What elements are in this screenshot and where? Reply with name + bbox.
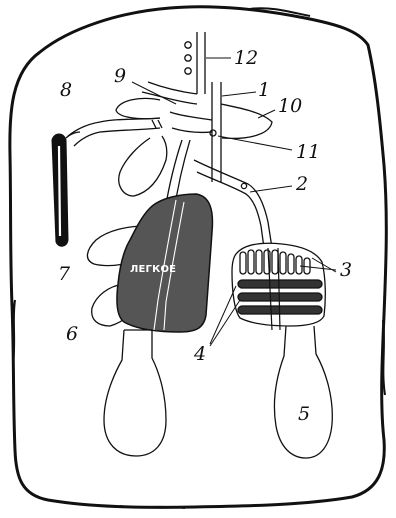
left-abdominal-sac [104,330,166,456]
callout-3: 3 [340,259,352,281]
callout-6: 6 [66,323,78,345]
right-lung [232,243,325,330]
callout-10: 10 [278,95,302,117]
interclavicular-sac [52,132,80,246]
trachea [185,32,205,94]
upper-air-sacs [68,82,272,196]
callout-7: 7 [58,263,71,285]
right-abdominal-sac [274,326,332,458]
callout-5: 5 [298,403,310,425]
left-lung: ЛЕГКОЕ [117,194,213,332]
callout-12: 12 [234,47,258,69]
callout-1: 1 [258,79,270,101]
callout-2: 2 [295,173,308,195]
callout-4: 4 [193,343,206,365]
callout-9: 9 [114,65,126,87]
callout-11: 11 [296,141,320,163]
lung-label: ЛЕГКОЕ [130,264,176,275]
callout-8: 8 [60,79,72,101]
